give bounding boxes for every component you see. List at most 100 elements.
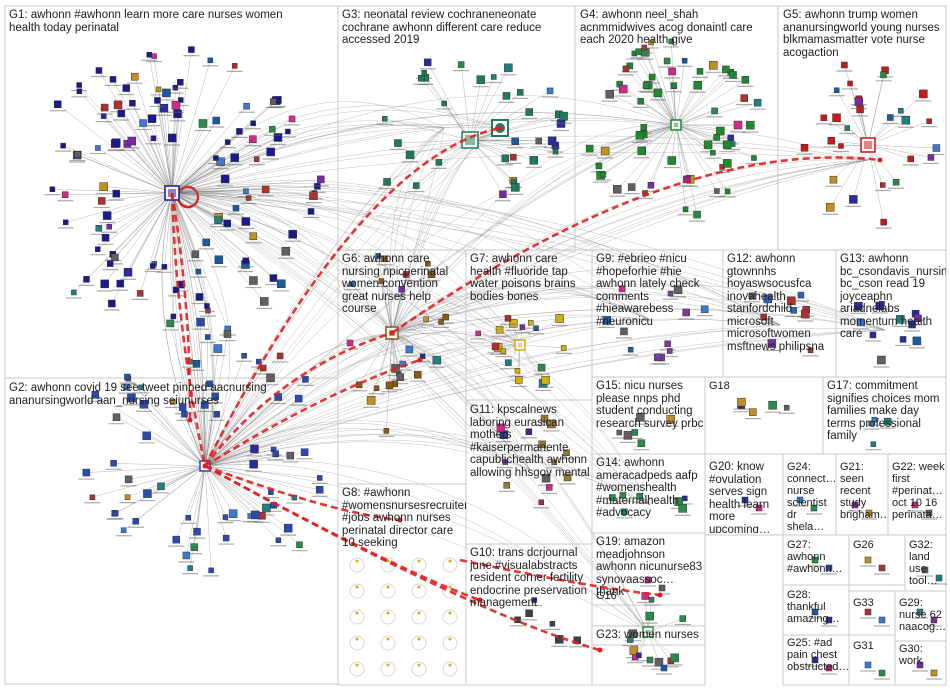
node-g5-19 <box>838 143 844 149</box>
edge-g2-29 <box>146 435 206 467</box>
edge-g4-26 <box>675 124 698 215</box>
group-box-g23 <box>591 625 706 686</box>
node-g2-26 <box>181 410 188 418</box>
node-g2-24 <box>192 360 201 368</box>
node-g13-11 <box>857 318 865 327</box>
node-g1-10 <box>285 128 291 135</box>
node-g5-23 <box>849 195 858 204</box>
node-g3-11 <box>383 178 391 186</box>
node-g2-52 <box>315 486 324 494</box>
bundle-edge-76 <box>204 319 781 467</box>
bundle-edge-112 <box>391 283 405 334</box>
node-g1-100 <box>231 63 238 69</box>
edge-g2-62 <box>204 455 291 467</box>
node-g6-16 <box>378 278 385 284</box>
node-g2-60 <box>250 444 259 454</box>
node-g18-4 <box>768 400 777 410</box>
bundle-edge-96 <box>391 127 445 334</box>
node-g13-9 <box>899 336 907 343</box>
node-g4-38 <box>733 120 743 130</box>
edge-g7-2 <box>519 344 544 384</box>
edge-g2-31 <box>160 465 206 487</box>
node-g8-0-0 <box>349 557 365 573</box>
highlight-arrow-1 <box>187 417 193 423</box>
edge-g4-17 <box>675 69 727 126</box>
bundle-edge-15 <box>171 118 869 194</box>
node-g18-3 <box>737 397 746 407</box>
node-g1-34 <box>100 113 107 119</box>
edge-g1-60 <box>78 84 173 194</box>
node-g14-2 <box>636 493 644 500</box>
node-g15-3 <box>631 429 638 436</box>
edge-g4-52 <box>675 124 718 192</box>
bundle-edge-59 <box>204 124 677 467</box>
node-g1-25 <box>111 253 119 262</box>
edge-g1-39 <box>127 192 173 273</box>
node-g4-5 <box>595 162 603 170</box>
node-g4-22 <box>716 126 725 136</box>
group-box-g15 <box>591 376 706 455</box>
node-g1-97 <box>150 263 156 269</box>
node-g8-dot-1-2 <box>417 585 421 589</box>
node-g8-dot-1-3 <box>448 585 452 589</box>
bundle-edge-120 <box>391 284 651 334</box>
node-g4-0 <box>709 61 718 70</box>
node-g7-13 <box>560 345 567 351</box>
edge-g4-43 <box>675 60 685 126</box>
node-g16-6 <box>645 611 654 621</box>
node-g7-10 <box>500 348 507 354</box>
node-g4-34 <box>613 185 622 194</box>
node-g15-1 <box>637 439 646 447</box>
node-g1-109 <box>191 250 200 258</box>
edge-g1-79 <box>104 192 173 285</box>
edge-g2-15 <box>204 463 254 467</box>
node-g8-4-2 <box>411 661 427 677</box>
node-g3-30 <box>546 87 554 95</box>
node-small-b-10 <box>825 664 833 672</box>
node-g8-4-3 <box>442 661 458 677</box>
node-g2-3 <box>132 518 140 525</box>
node-g1-9 <box>129 99 136 107</box>
node-g5-8 <box>825 202 835 212</box>
node-g1-40 <box>207 57 214 64</box>
bundle-edge-3 <box>171 124 445 194</box>
bundle-edge-142 <box>391 332 651 506</box>
highlight-edge-3 <box>204 358 421 468</box>
node-g1-37 <box>147 114 157 123</box>
node-g4-23 <box>585 144 594 153</box>
node-g11-12 <box>551 459 557 466</box>
edge-g1-113 <box>112 79 173 194</box>
node-g11-13 <box>502 459 508 465</box>
bundle-edge-69 <box>204 342 521 467</box>
node-g4-40 <box>627 183 636 191</box>
node-g11-4 <box>563 449 570 457</box>
bundle-edge-129 <box>391 283 886 334</box>
node-g6-12 <box>346 339 354 347</box>
edge-g5-25 <box>867 144 937 149</box>
node-g3-22 <box>502 92 511 100</box>
node-g1-24 <box>216 157 225 166</box>
edge-g1-27 <box>103 186 173 194</box>
node-g3-16 <box>511 183 520 192</box>
node-g8-3-1 <box>380 635 396 651</box>
edge-g1-16 <box>171 120 217 194</box>
node-g2-2 <box>283 523 293 533</box>
node-g4-42 <box>753 98 762 107</box>
node-small-b-1 <box>810 504 818 512</box>
edge-g2-37 <box>127 465 206 498</box>
bundle-edge-60 <box>204 159 869 467</box>
highlight-arrow-3 <box>417 357 423 363</box>
edge-g1-20 <box>153 56 173 194</box>
edge-g4-45 <box>644 47 677 126</box>
edge-g6-5 <box>391 263 429 334</box>
edge-g1-26 <box>98 70 173 194</box>
edge-g4-32 <box>671 124 677 161</box>
node-g4-26 <box>693 210 701 219</box>
node-g8-3-2 <box>411 635 427 651</box>
edge-g1-9 <box>132 103 173 194</box>
node-g2-41 <box>139 399 149 409</box>
node-g2-16 <box>258 512 266 520</box>
node-g7-4 <box>505 359 512 366</box>
node-g1-110 <box>204 303 210 309</box>
node-g4-43 <box>681 57 688 64</box>
